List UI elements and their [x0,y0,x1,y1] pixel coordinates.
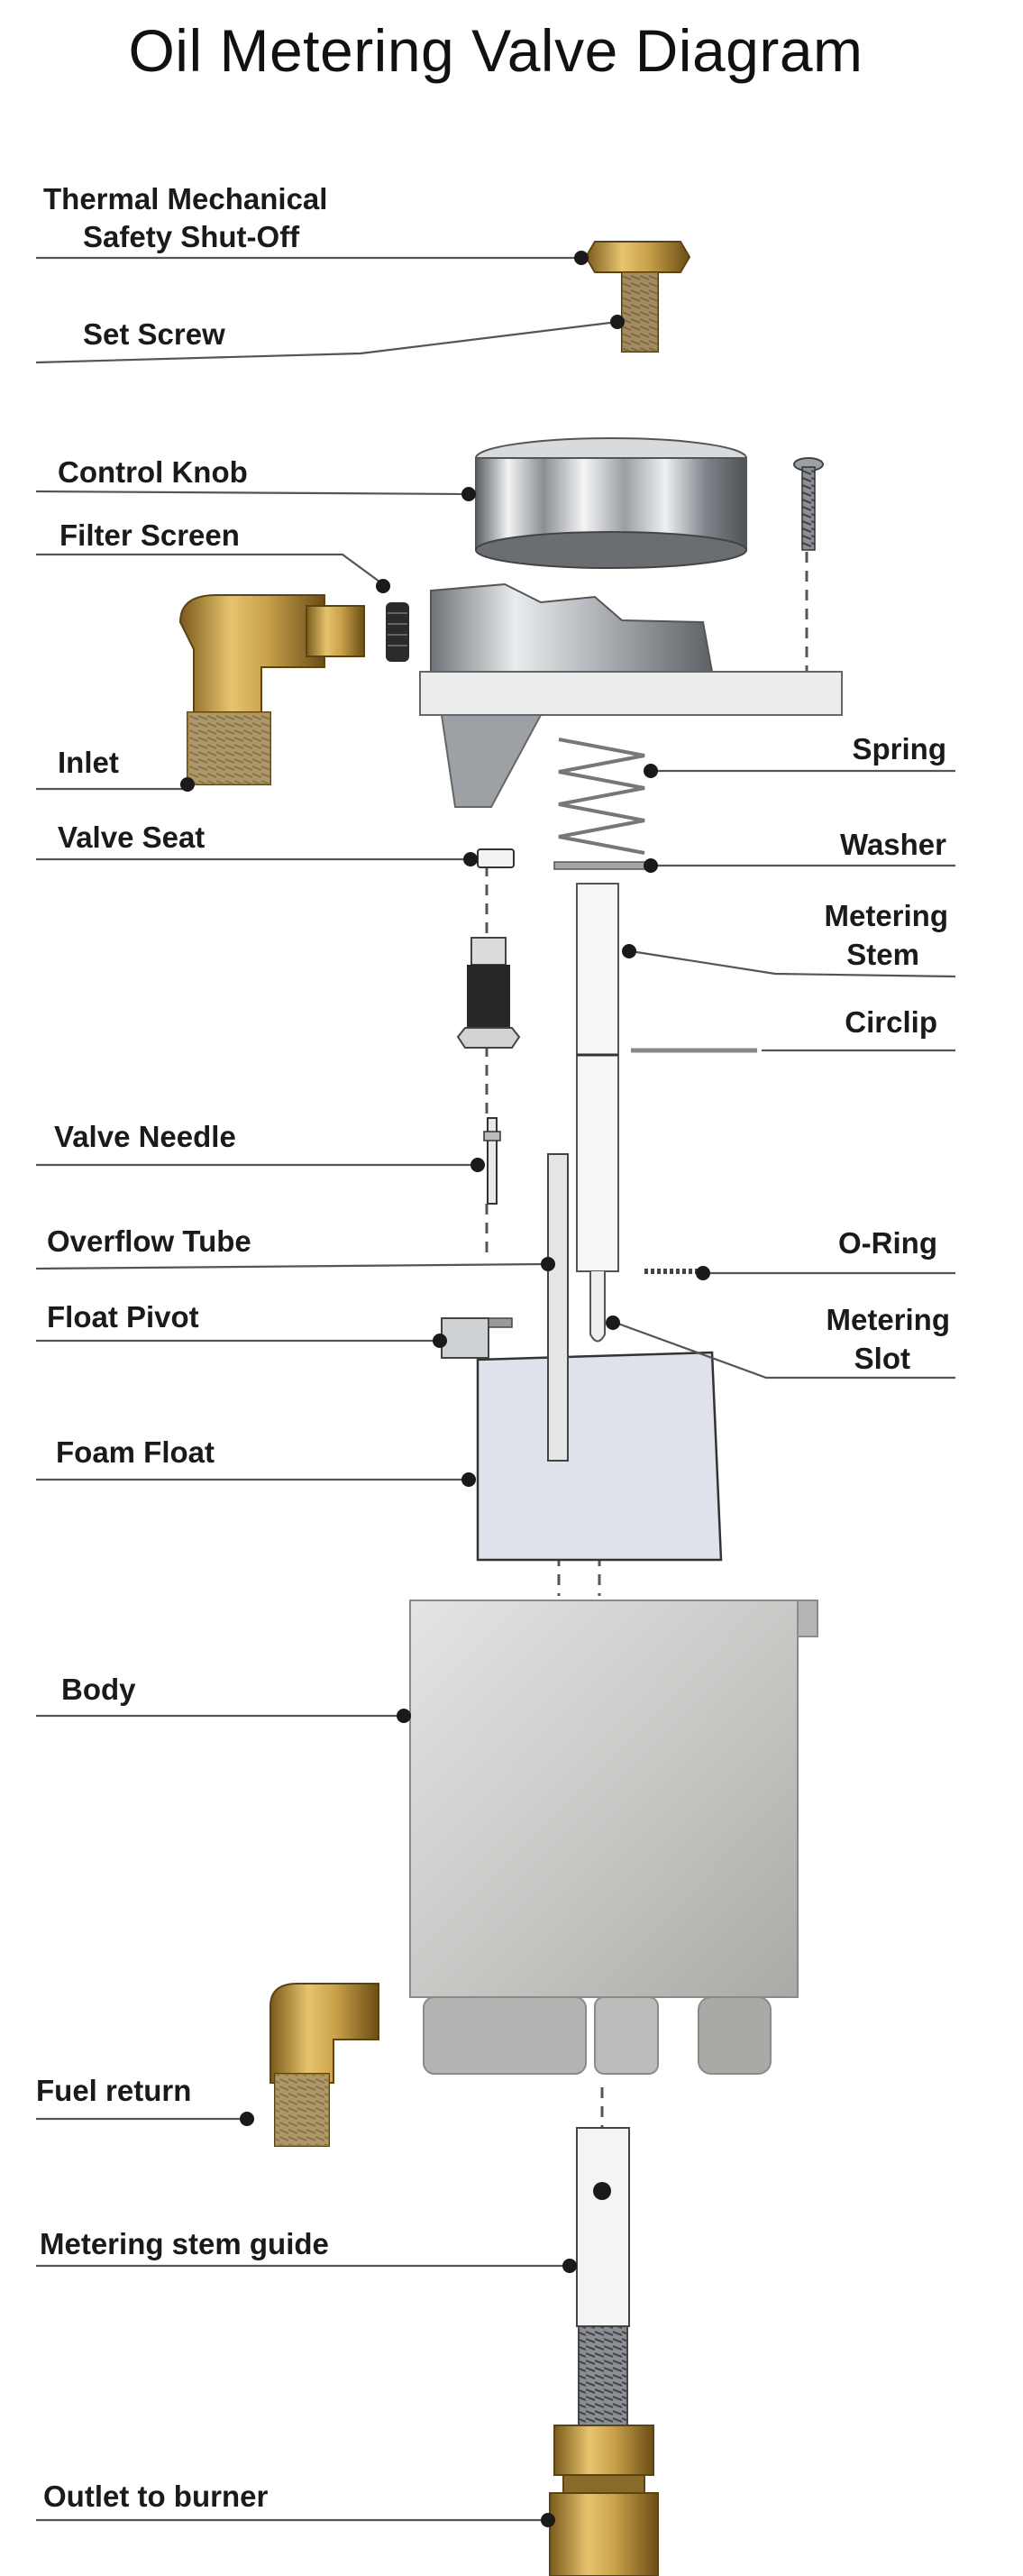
label-washer: Washer [840,828,946,861]
page-title: Oil Metering Valve Diagram [128,17,863,84]
label-set-screw: Set Screw [83,317,225,351]
float-pivot-part [441,1317,513,1359]
valve-seat-part [477,848,515,868]
label-valve-seat: Valve Seat [58,820,205,854]
filter-screen-part [386,602,409,662]
label-metering-slot-line1: Metering [826,1303,950,1336]
label-foam-float: Foam Float [56,1435,215,1469]
label-circlip: Circlip [845,1005,937,1039]
mounting-screw-part [793,457,824,551]
label-metering-slot-line2: Slot [854,1342,910,1375]
thermal-shutoff-part [584,241,691,273]
label-float-pivot: Float Pivot [47,1300,199,1334]
label-outlet-to-burner: Outlet to burner [43,2480,268,2513]
leader-lines [35,251,956,2527]
label-control-knob: Control Knob [58,455,248,489]
metering-stem-part [576,883,619,1343]
valve-needle-housing-part [456,937,521,1049]
label-spring: Spring [853,732,947,765]
label-filter-screen: Filter Screen [59,518,240,552]
overflow-tube-part [547,1153,569,1462]
label-metering-stem-guide: Metering stem guide [40,2227,329,2260]
inlet-fitting-part [178,594,365,785]
washer-part [553,861,654,870]
set-screw-part [621,271,659,353]
valve-housing-part [419,582,843,808]
metering-stem-guide-part [576,2127,630,2426]
label-metering-stem-line2: Stem [846,938,919,971]
label-overflow-tube: Overflow Tube [47,1224,251,1258]
labels: Thermal Mechanical Safety Shut-Off Set S… [36,182,950,2513]
fuel-return-fitting-part [269,1983,379,2147]
foam-float-part [476,1351,723,1562]
body-part [409,1600,818,2075]
label-thermal-shutoff-line1: Thermal Mechanical [43,182,327,215]
label-body: Body [61,1673,136,1706]
label-valve-needle: Valve Needle [54,1120,236,1153]
valve-needle-part [483,1117,501,1205]
control-knob-part [475,437,747,569]
outlet-fitting-part [549,2425,659,2576]
label-fuel-return: Fuel return [36,2074,191,2107]
label-o-ring: O-Ring [838,1226,937,1260]
spring-part [558,738,645,855]
label-thermal-shutoff-line2: Safety Shut-Off [83,220,300,253]
label-inlet: Inlet [58,746,119,779]
label-metering-stem-line1: Metering [824,899,948,932]
